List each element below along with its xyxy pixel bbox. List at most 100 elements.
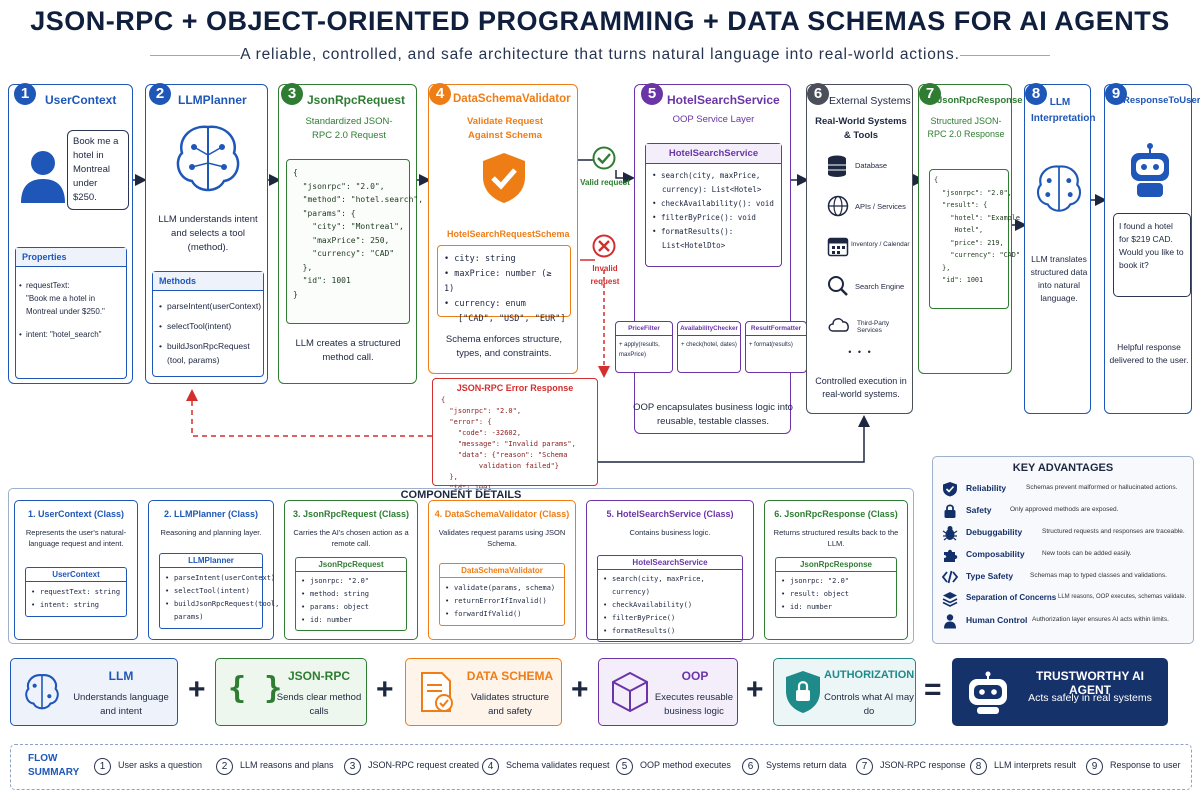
step-title: JsonRpcResponse [937,95,1023,106]
component-card-json-rpc-request: 3. JsonRpcRequest (Class) Carries the AI… [284,500,418,640]
json-rpc-error-response: JSON-RPC Error Response { "jsonrpc": "2.… [432,378,598,492]
flow-step-number: 6 [742,758,759,775]
class-name: ResultFormatter [746,322,806,336]
component-card-hotel-search-service: 5. HotelSearchService (Class) Contains b… [586,500,754,642]
equation-term-desc: Acts safely in real systems [1028,692,1152,704]
class-box: DataSchemaValidator validate(params, sch… [439,563,565,626]
advantage-safety: Safety Only approved methods are exposed… [940,501,1190,523]
step-description: Schema enforces structure, types, and co… [445,334,563,359]
class-method: + check(hotel, dates) [681,342,737,348]
subtitle-divider-left [150,55,240,56]
class-member: formatResults() [598,625,742,638]
step-number: 1 [14,83,36,105]
class-member: search(city, maxPrice, currency) [598,573,742,599]
price-filter-class: PriceFilter + apply(results, maxPrice) [615,321,673,373]
step-subtitle: Real-World Systems & Tools [815,116,907,141]
card-title: 6. JsonRpcResponse (Class) [774,509,898,519]
system-item: Database [855,161,888,170]
person-icon [944,614,956,629]
json-rpc-response-code: { "jsonrpc": "2.0", "result": { "hotel":… [929,169,1020,309]
step-description: LLM creates a structured method call. [295,338,401,363]
valid-request-label: Valid request [580,178,630,187]
lock-icon [944,504,956,518]
equation-term-desc: Executes reusable business logic [654,692,734,717]
check-circle-icon [592,146,616,170]
class-box-title: DataSchemaValidator [440,564,564,578]
advantage-description: LLM reasons, OOP executes, schemas valid… [1058,594,1187,600]
equation-term-name: LLM [108,669,134,683]
step-description: Controlled execution in real-world syste… [815,376,907,399]
class-method: + apply(results, maxPrice) [619,342,660,358]
advantage-name: Safety [966,505,992,515]
equation-term-desc: Understands language and intent [73,692,169,717]
card-description: Validates request params using JSON Sche… [438,528,566,548]
page-title: JSON-RPC + OBJECT-ORIENTED PROGRAMMING +… [30,6,1170,36]
properties-header: Properties [16,248,126,267]
equation-term-name: JSON-RPC [287,669,350,683]
equation-term-desc: Validates structure and safety [471,692,549,717]
prop-request-text: •requestText: [19,281,70,290]
system-item: Third-Party Services [857,320,890,334]
flow-step-number: 4 [482,758,499,775]
advantage-name: Separation of Concerns [966,593,1057,602]
class-member: id: number [296,614,406,627]
equation-llm: LLM Understands language and intent [10,658,178,726]
key-advantages-title: KEY ADVANTAGES [1012,462,1114,474]
advantage-debuggability: Debuggability Structured requests and re… [940,523,1190,545]
subtitle-divider-right [960,55,1050,56]
step-number: 5 [641,83,663,105]
key-advantages-panel [932,456,1194,644]
class-member: buildJsonRpcRequest(tool, params) [160,598,279,624]
step-9-response-to-user: 9 ResponseToUser I found a hotel for $21… [1104,83,1200,414]
equals-operator: = [924,673,942,706]
step-title: DataSchemaValidator [453,93,571,105]
flow-step-label: Schema validates request [506,760,610,770]
flow-step-label: LLM interprets result [994,760,1077,770]
availability-checker-class: AvailabilityChecker + check(hotel, dates… [677,321,741,373]
shield-lock-icon [786,671,820,713]
step-5-hotel-search-service: 5 HotelSearchService OOP Service Layer H… [615,83,807,434]
flow-step-label: JSON-RPC response [880,760,966,770]
class-member: parseIntent(userContext) [160,572,275,585]
schema-field: • city: string [444,254,516,264]
card-description: Represents the user's natural-language r… [25,528,127,548]
brain-icon [176,125,240,192]
class-header: HotelSearchService [646,144,781,164]
component-card-data-schema-validator: 4. DataSchemaValidator (Class) Validates… [428,500,576,640]
cube-icon [612,671,648,713]
step-subtitle: Standardized JSON-RPC 2.0 Request [305,116,393,141]
schema-name: HotelSearchRequestSchema [447,229,570,239]
brain-icon [1036,165,1082,212]
step-title: ResponseToUser [1123,95,1200,106]
calendar-icon [827,237,849,257]
class-box: UserContext requestText: stringintent: s… [25,567,127,617]
class-member: jsonrpc: "2.0" [296,575,406,588]
component-card-user-context: 1. UserContext (Class) Represents the us… [14,500,138,640]
step-title: UserContext [45,93,117,107]
json-rpc-request-code: { "jsonrpc": "2.0", "method": "hotel.sea… [286,159,423,324]
methods-header: Methods [153,272,263,291]
step-title: HotelSearchService [667,93,780,107]
prop-intent: •intent: "hotel_search" [19,330,102,339]
card-title: 4. DataSchemaValidator (Class) [434,509,570,519]
document-check-icon [421,672,453,712]
step-description: LLM understands intent and selects a too… [158,214,258,253]
step-7-json-rpc-response: 7 JsonRpcResponse Structured JSON-RPC 2.… [918,83,1023,374]
code-icon [942,570,958,584]
class-member: requestText: string [26,586,126,599]
invalid-request-label: Invalid request [590,264,620,286]
class-member: checkAvailability() [598,599,742,612]
cloud-icon [828,318,849,332]
flow-step-number: 3 [344,758,361,775]
prop-request-value: "Book me a hotel in Montreal under $250.… [26,294,105,316]
user-context-properties: Properties •requestText: "Book me a hote… [15,247,127,379]
advantage-description: New tools can be added easily. [1042,550,1132,557]
class-member: validate(params, schema) [440,582,564,595]
result-formatter-class: ResultFormatter + format(results) [745,321,807,373]
error-title: JSON-RPC Error Response [456,383,574,393]
advantage-name: Type Safety [966,571,1014,581]
flow-step-number: 9 [1086,758,1103,775]
flow-step-number: 2 [216,758,233,775]
card-description: Reasoning and planning layer. [160,528,262,537]
class-member: params: object [296,601,406,614]
